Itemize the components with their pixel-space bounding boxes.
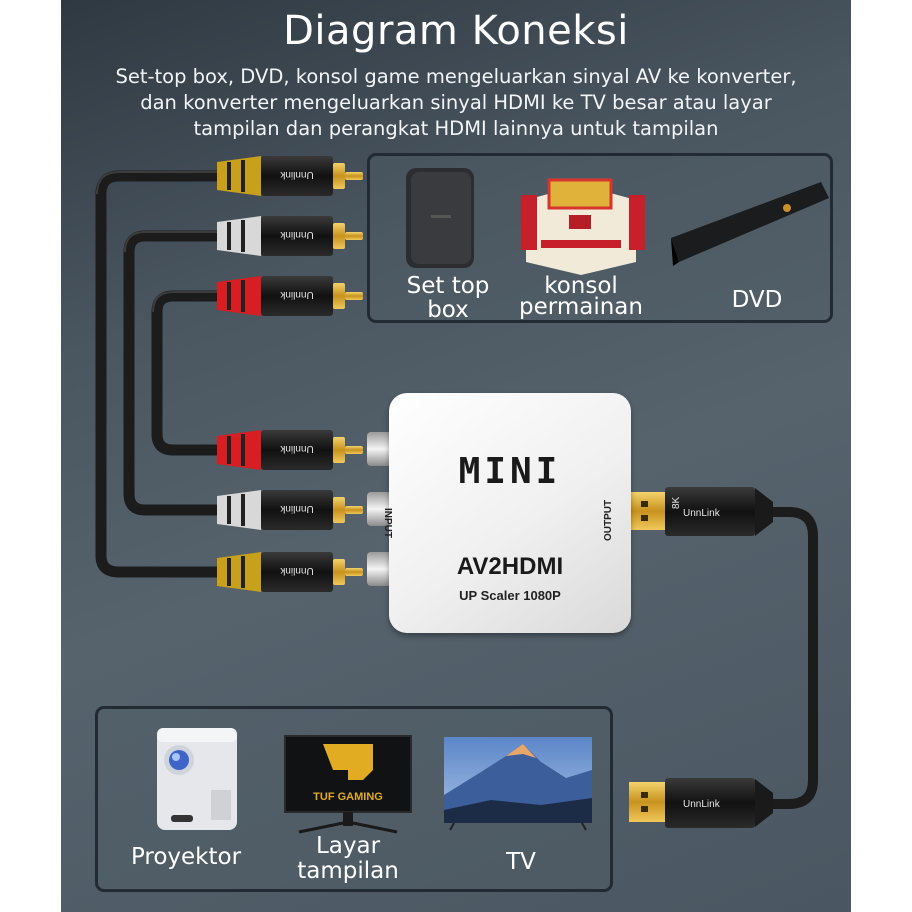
input-jack-red — [367, 432, 395, 466]
white-cable — [123, 230, 227, 516]
label-line: permainan — [519, 294, 643, 320]
monitor-screen-text: TUF GAMING — [313, 791, 383, 803]
description: Set-top box, DVD, konsol game mengeluark… — [71, 64, 841, 142]
tv-icon — [444, 737, 592, 831]
description-line: tampilan dan perangkat HDMI lainnya untu… — [193, 117, 719, 140]
description-line: dan konverter mengeluarkan sinyal HDMI k… — [140, 91, 772, 114]
label-line: tampilan — [297, 858, 399, 884]
label-line: Set top — [406, 273, 490, 299]
device-label-dvd: DVD — [707, 288, 807, 312]
label-line: Proyektor — [130, 844, 242, 870]
label-line: konsol — [544, 273, 618, 299]
page-title: Diagram Koneksi — [283, 8, 629, 54]
hdmi-brand-text: UnnLink — [683, 799, 721, 810]
red-cable — [151, 290, 227, 456]
rca-plug-yellow: Unnlink — [217, 156, 363, 196]
device-label-set-top-box: Set top box — [393, 274, 503, 322]
rca-brand-text: Unnlink — [279, 503, 313, 514]
rca-plug-white: Unnlink — [217, 490, 363, 530]
input-label: INPUT — [382, 508, 393, 538]
rca-plug-yellow: Unnlink — [217, 552, 363, 592]
label-line: DVD — [731, 287, 783, 313]
diagram-graphics: UnnlinkUnnlinkUnnlinkUnnlinkUnnlinkUnnli… — [95, 156, 829, 834]
set-top-box-icon — [406, 168, 474, 268]
device-label-monitor: Layar tampilan — [283, 834, 413, 884]
rca-brand-text: Unnlink — [279, 443, 313, 454]
label-line: TV — [506, 849, 536, 875]
hdmi-plug-top: 8K UnnLink — [629, 487, 773, 536]
rca-plug-white: Unnlink — [217, 216, 363, 256]
converter-subtitle: UP Scaler 1080P — [459, 588, 561, 603]
description-line: Set-top box, DVD, konsol game mengeluark… — [115, 65, 797, 88]
yellow-cable — [95, 170, 227, 578]
converter-badge: MINI — [458, 451, 562, 492]
monitor-icon: TUF GAMING — [284, 735, 412, 834]
rca-brand-text: Unnlink — [279, 169, 313, 180]
hdmi-spec-text: 8K — [671, 496, 682, 509]
converter-input-jacks — [367, 432, 395, 586]
diagram-canvas: Diagram Koneksi Set-top box, DVD, konsol… — [61, 0, 851, 912]
hdmi-plug-bottom: UnnLink — [629, 778, 773, 828]
rca-brand-text: Unnlink — [279, 289, 313, 300]
rca-plug-red: Unnlink — [217, 276, 363, 316]
device-label-game-console: konsol permainan — [511, 273, 651, 320]
label-line: box — [427, 297, 469, 323]
rca-brand-text: Unnlink — [279, 229, 313, 240]
hdmi-cable-route — [761, 507, 818, 809]
device-label-projector: Proyektor — [121, 845, 251, 869]
game-console-icon — [521, 178, 645, 275]
rca-plug-red: Unnlink — [217, 430, 363, 470]
rca-cable-routes — [95, 170, 227, 578]
projector-icon — [157, 728, 237, 830]
input-jack-yellow — [367, 552, 395, 586]
dvd-player-icon — [671, 182, 829, 266]
output-label: OUTPUT — [603, 499, 614, 541]
converter-model: AV2HDMI — [456, 553, 564, 580]
label-line: Layar — [315, 833, 381, 859]
device-label-tv: TV — [471, 850, 571, 874]
av2hdmi-converter: MINI INPUT OUTPUT AV2HDMI UP Scaler 1080… — [382, 393, 631, 633]
rca-brand-text: Unnlink — [279, 565, 313, 576]
hdmi-brand-text: UnnLink — [683, 508, 721, 519]
input-jack-white — [367, 492, 395, 526]
